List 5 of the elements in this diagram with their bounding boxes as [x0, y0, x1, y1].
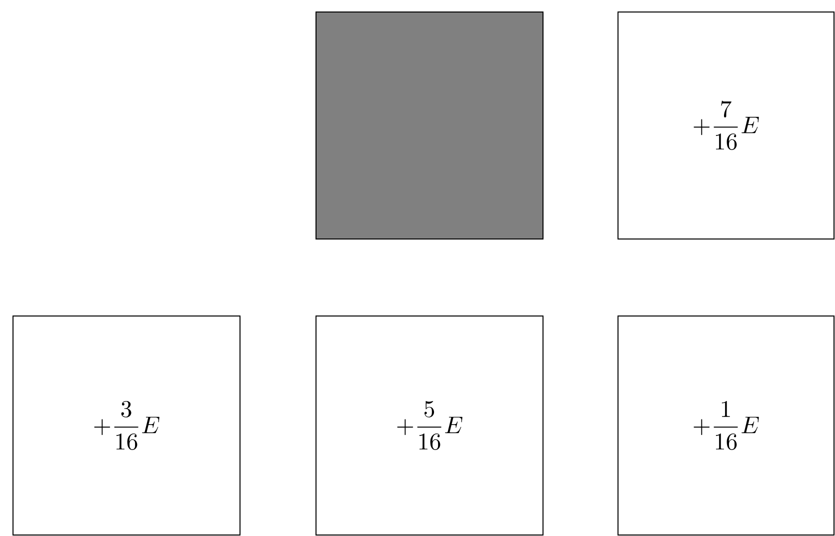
formula-box: $+\frac{5}{16}E$ — [316, 315, 544, 536]
shaded-square — [316, 12, 544, 240]
formula-box: $+\frac{1}{16}E$ — [618, 315, 834, 536]
formula-box: $+\frac{7}{16}E$ — [618, 12, 834, 240]
formula-box: $+\frac{3}{16}E$ — [12, 315, 240, 536]
